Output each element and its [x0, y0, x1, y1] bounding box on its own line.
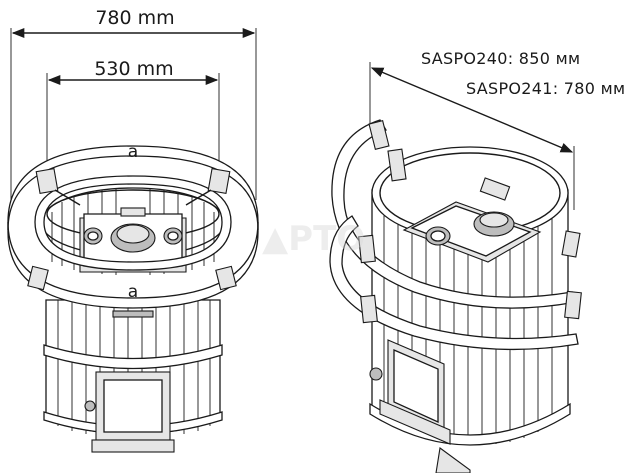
marker-a-top: a: [128, 142, 138, 162]
inner-width-label: 530 mm: [94, 58, 173, 80]
angled-outer-ring-upper: [331, 119, 577, 309]
model-saspo241-label: SASPO241: 780 мм: [466, 79, 625, 98]
door-knob-icon: [84, 400, 96, 412]
dimension-diagonal: [369, 62, 575, 210]
dimension-inner-width: 530 mm: [46, 58, 220, 190]
angled-cage-body: [369, 146, 571, 473]
front-inner-ring: [34, 175, 232, 271]
angled-view: SASPO240: 850 мм SASPO241: 780 мм: [329, 49, 625, 473]
front-outer-ring-front: [7, 221, 259, 309]
angled-mounting-brackets: [358, 120, 582, 324]
dimension-outer-width: 780 mm: [10, 7, 257, 200]
front-cage-body: [43, 299, 223, 453]
angled-outer-ring-lower: [329, 215, 579, 351]
outer-width-label: 780 mm: [95, 7, 174, 29]
front-mounting-brackets: [27, 167, 237, 291]
front-stove-top: [79, 207, 187, 273]
angled-stove-top: [402, 177, 542, 263]
front-view: 780 mm 530 mm: [7, 7, 259, 453]
watermark: ▲PTO: [262, 219, 365, 259]
angled-stove-door: [369, 339, 451, 445]
model-saspo240-label: SASPO240: 850 мм: [421, 49, 580, 68]
angled-door-knob-icon: [369, 367, 383, 381]
marker-a-bottom: a: [128, 282, 138, 302]
